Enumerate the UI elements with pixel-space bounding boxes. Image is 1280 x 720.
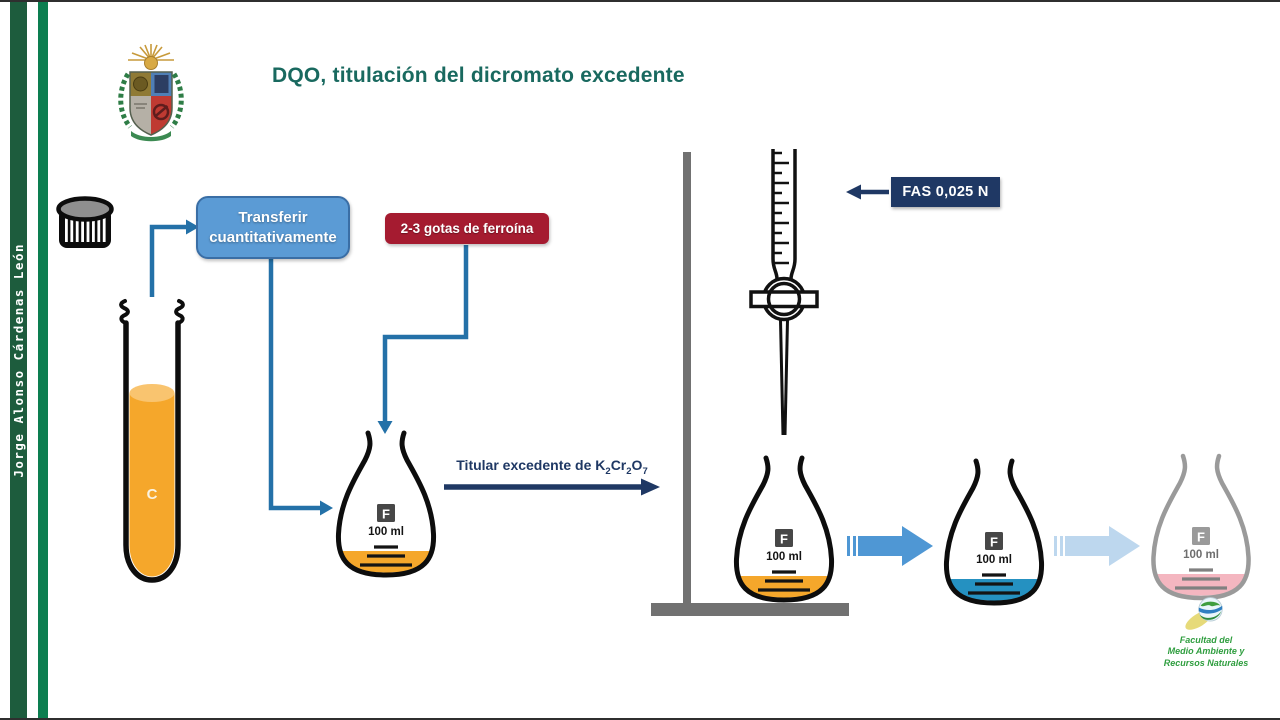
tube-liquid-surface: [129, 384, 175, 402]
flask-graduation-lines: [360, 545, 412, 567]
titrate-text: Titular excedente de K: [456, 457, 606, 473]
titrate-label: Titular excedente de K2Cr2O7: [444, 457, 660, 477]
flask-graduation-lines: [1175, 568, 1227, 590]
burette-stopcock: [749, 276, 819, 322]
flask-liquid: [739, 576, 829, 598]
faculty-logo-line2: Medio Ambiente y: [1167, 646, 1245, 657]
flask-badge: [1192, 527, 1210, 545]
flask-outline: [335, 430, 437, 578]
stand-pole: [683, 152, 691, 604]
flask: F 100 ml: [335, 430, 437, 578]
sidebar-accent-stripe: [38, 2, 48, 718]
flask-graduation-lines: [758, 570, 810, 592]
faculty-globe-icon: [1185, 597, 1223, 630]
flask-badge: [985, 532, 1003, 550]
flask-outline: [943, 458, 1045, 606]
crest-shield-outline: [129, 71, 173, 136]
slide-title: DQO, titulación del dicromato excedente: [272, 64, 685, 87]
sample-tube: C: [119, 299, 185, 583]
flask-volume-label: 100 ml: [368, 526, 404, 538]
titrate-sub-1: 2: [605, 465, 611, 477]
flask-badge-letter: F: [780, 532, 788, 547]
fas-arrowhead: [846, 184, 861, 200]
author-name: Jorge Alonso Cárdenas León: [11, 242, 26, 478]
titrate-sub-2: 2: [626, 465, 632, 477]
faculty-logo-line3: Recursos Naturales: [1163, 657, 1249, 668]
burette-body: [771, 149, 797, 287]
tube-outline: [123, 320, 181, 583]
flask-volume-label: 100 ml: [1183, 549, 1219, 561]
transfer-box-line2: cuantitativamente: [209, 228, 337, 246]
faculty-logo: Facultad del Medio Ambiente y Recursos N…: [1150, 594, 1262, 669]
university-crest-logo: [118, 44, 184, 142]
faculty-logo-line1: Facultad del: [1179, 635, 1233, 645]
flask: F 100 ml: [733, 455, 835, 603]
crest-sun: [144, 56, 158, 70]
flask-badge-letter: F: [1197, 530, 1205, 545]
crest-banner: [131, 131, 171, 142]
tube-cap-icon: [56, 196, 114, 248]
burette-tip: [779, 319, 789, 436]
flask-badge-letter: F: [382, 507, 390, 522]
transfer-box: Transferir cuantitativamente: [196, 196, 350, 259]
titrate-sub-3: 7: [642, 465, 648, 477]
titrate-arrowhead: [641, 478, 660, 496]
flask-outline: [733, 455, 835, 603]
flask-badge: [775, 529, 793, 547]
flask: F 100 ml: [943, 458, 1045, 606]
author-sidebar: Jorge Alonso Cárdenas León: [10, 2, 27, 718]
step-arrow-2: [1054, 526, 1140, 566]
flask-volume-label: 100 ml: [766, 551, 802, 563]
step-arrow-1: [847, 526, 933, 566]
flask-liquid: [949, 579, 1039, 601]
faculty-logo-text: Facultad del Medio Ambiente y Recursos N…: [1150, 635, 1262, 669]
stand-base: [651, 603, 849, 616]
tube-thread-right: [174, 299, 185, 325]
tube-thread-left: [119, 299, 130, 325]
burette: [749, 149, 819, 436]
titrate-text-o: O: [631, 457, 643, 473]
ferroin-box-label: 2-3 gotas de ferroína: [400, 221, 534, 236]
burette-graduations: [773, 151, 789, 265]
step-arrow-2-shape: [1054, 526, 1140, 566]
bottom-border-line: [0, 718, 1280, 720]
transfer-box-line1: Transferir: [238, 208, 308, 226]
flask-liquid: [341, 551, 431, 573]
flask-liquid: [1156, 574, 1246, 596]
ferroin-box: 2-3 gotas de ferroína: [385, 213, 549, 244]
step-arrow-1-shape: [847, 526, 933, 566]
top-border-line: [0, 0, 1280, 2]
flask-badge-letter: F: [990, 535, 998, 550]
flask-graduation-lines: [968, 573, 1020, 595]
crest-wreath: [118, 72, 184, 129]
flask-outline: [1151, 453, 1251, 601]
flask-volume-label: 100 ml: [976, 554, 1012, 566]
titrate-text-cr: Cr: [610, 457, 627, 473]
flask-badge: [377, 504, 395, 522]
tube-liquid: [129, 393, 175, 577]
fas-label-text: FAS 0,025 N: [902, 184, 989, 200]
fas-label: FAS 0,025 N: [891, 177, 1000, 207]
flask: F 100 ml: [1151, 453, 1251, 601]
tube-label: C: [147, 486, 158, 503]
crest-shield: [130, 72, 172, 135]
